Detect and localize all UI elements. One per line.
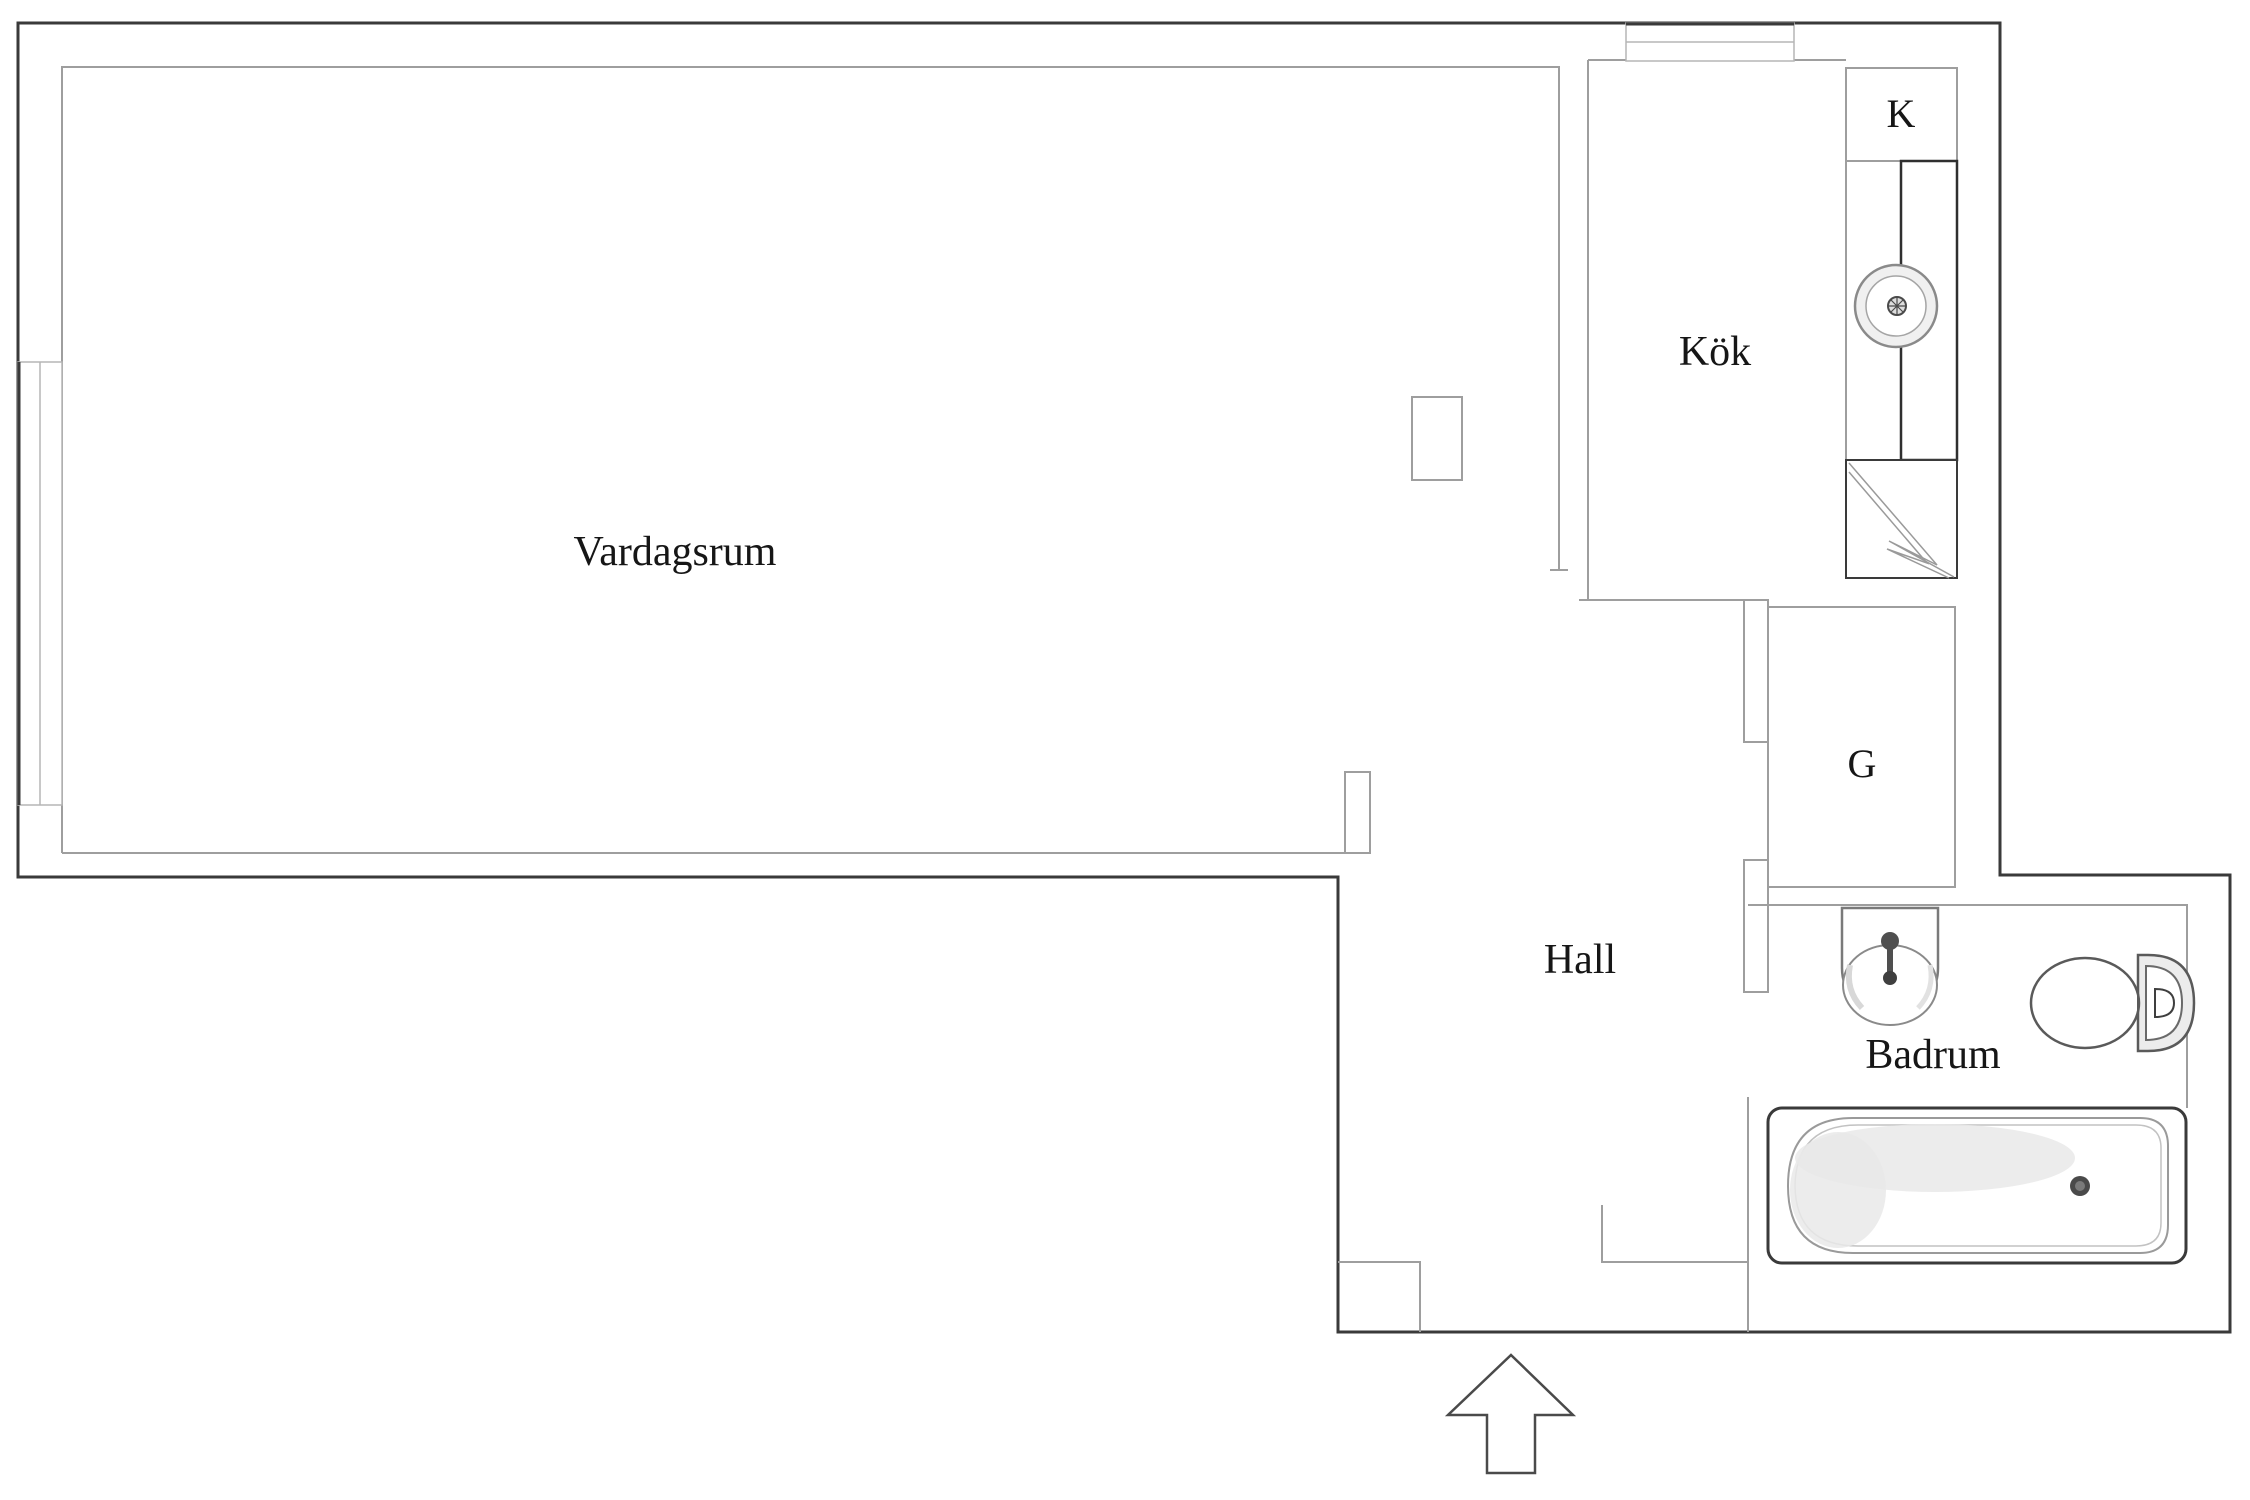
- washbasin-drain: [1883, 971, 1897, 985]
- bathroom-area: Badrum: [1748, 904, 2196, 1265]
- wall-stub: [1344, 771, 1371, 854]
- hall-area: Hall: [1338, 937, 1749, 1332]
- toilet-icon: [2029, 953, 2196, 1053]
- toilet-flush-button: [2154, 987, 2176, 1019]
- living-room-label: Vardagsrum: [574, 529, 777, 575]
- window-top: [1625, 22, 1795, 62]
- toilet-bowl: [2029, 956, 2141, 1050]
- washbasin-icon: [1840, 906, 1940, 1026]
- outer-wall-path: [16, 21, 2232, 1334]
- vestibule-left-jamb: [1338, 1261, 1421, 1332]
- bathroom-label: Badrum: [1865, 1032, 2001, 1078]
- hall-label: Hall: [1544, 937, 1616, 983]
- living-room-inner-wall: [61, 66, 1560, 853]
- kitchen-label: Kök: [1679, 329, 1751, 375]
- k-cabinet-label: K: [1887, 91, 1916, 136]
- washbasin-shadow: [1916, 964, 1934, 1010]
- kitchen-sink-icon: [1853, 263, 1939, 349]
- bathtub-shade: [1790, 1132, 1886, 1248]
- lightning-stroke: [1848, 462, 1955, 578]
- bathtub-drain-inner: [2075, 1181, 2085, 1191]
- vestibule-right-jamb: [1601, 1205, 1748, 1263]
- bathtub-icon: [1766, 1106, 2188, 1265]
- washbasin-shadow: [1845, 964, 1865, 1011]
- wall-stub: [1743, 599, 1769, 743]
- appliance-box: [1845, 459, 1958, 579]
- lightning-symbol-icon: [1845, 459, 1958, 579]
- washbasin-tap-knob: [1881, 932, 1899, 950]
- entrance-arrow-shape: [1444, 1353, 1577, 1475]
- bathroom-inner-wall: [1748, 904, 2188, 1108]
- g-closet-area: G: [1743, 599, 1956, 993]
- entrance-arrow-icon: [1444, 1353, 1577, 1475]
- wall-stub: [1743, 859, 1769, 993]
- sink-drain-cross: [1889, 298, 1905, 314]
- lightning-stroke: [1848, 471, 1950, 579]
- window-left: [17, 361, 63, 806]
- living-room-area: [61, 66, 1597, 854]
- outer-walls: [16, 21, 2232, 1334]
- g-closet-box: [1767, 606, 1956, 888]
- k-cabinet-box: [1845, 67, 1958, 162]
- column-stub: [1411, 396, 1463, 481]
- kitchen-area: K Kök: [1587, 22, 1959, 601]
- k-closet-area: K: [1845, 67, 1958, 162]
- wardrobe-label: G: [1848, 741, 1877, 786]
